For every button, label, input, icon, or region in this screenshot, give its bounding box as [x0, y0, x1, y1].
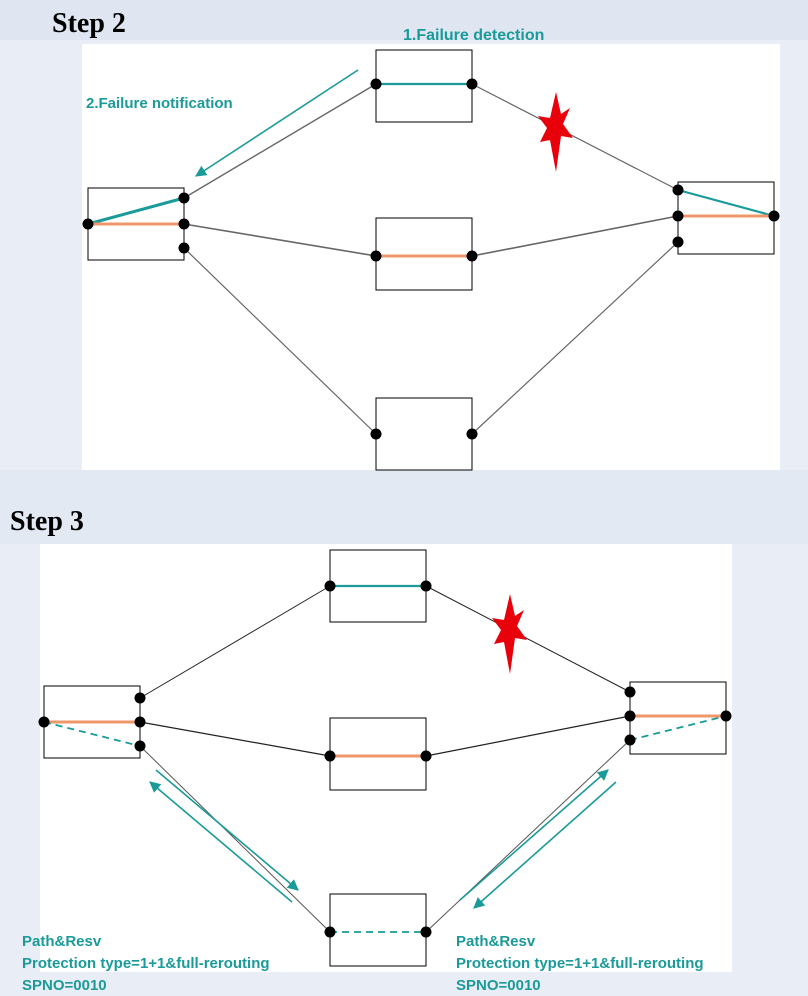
- link: [425, 739, 631, 933]
- failure-icon: [538, 92, 573, 172]
- node-middle: [329, 717, 427, 791]
- path-resv-label: Path&Resv: [456, 933, 536, 950]
- resv-arrow: [473, 781, 617, 909]
- failure-notification-label: 2.Failure notification: [86, 95, 233, 112]
- link: [183, 247, 377, 435]
- failure-icon: [492, 594, 527, 674]
- link: [425, 715, 631, 757]
- link: [183, 223, 377, 257]
- node-middle: [375, 217, 473, 291]
- ports: [38, 580, 732, 938]
- new-path: [629, 715, 727, 741]
- step2-title: Step 2: [52, 8, 126, 39]
- link: [139, 585, 331, 699]
- step3-diagram: Path&Resv Protection type=1+1&full-rerou…: [22, 549, 732, 994]
- resv-arrow: [149, 781, 293, 903]
- protection-type-label: Protection type=1+1&full-rerouting: [456, 955, 704, 972]
- node-bottom: [329, 893, 427, 967]
- link: [471, 83, 679, 191]
- working-path: [87, 196, 185, 226]
- step3-title: Step 3: [10, 506, 84, 537]
- link: [183, 83, 377, 199]
- node-right: [629, 681, 727, 755]
- working-path: [677, 188, 775, 218]
- background-block: [0, 0, 808, 40]
- node-right: [677, 181, 775, 255]
- link: [425, 585, 631, 693]
- step2-diagram: 1.Failure detection 2.Failure notificati…: [82, 27, 780, 471]
- link: [139, 745, 331, 933]
- protection-type-label: Protection type=1+1&full-rerouting: [22, 955, 270, 972]
- node-bottom: [375, 397, 473, 471]
- path-arrow: [459, 769, 609, 901]
- link: [139, 721, 331, 757]
- spno-label: SPNO=0010: [22, 977, 107, 994]
- new-path: [43, 721, 141, 747]
- spno-label: SPNO=0010: [456, 977, 541, 994]
- background-block: [0, 470, 808, 544]
- path-arrow: [155, 769, 299, 891]
- path-resv-label: Path&Resv: [22, 933, 102, 950]
- failure-detection-label: 1.Failure detection: [403, 27, 544, 44]
- ports: [82, 78, 780, 440]
- link: [471, 241, 679, 435]
- link: [471, 215, 679, 257]
- failure-notification-arrow: [195, 69, 359, 177]
- node-top: [375, 49, 473, 123]
